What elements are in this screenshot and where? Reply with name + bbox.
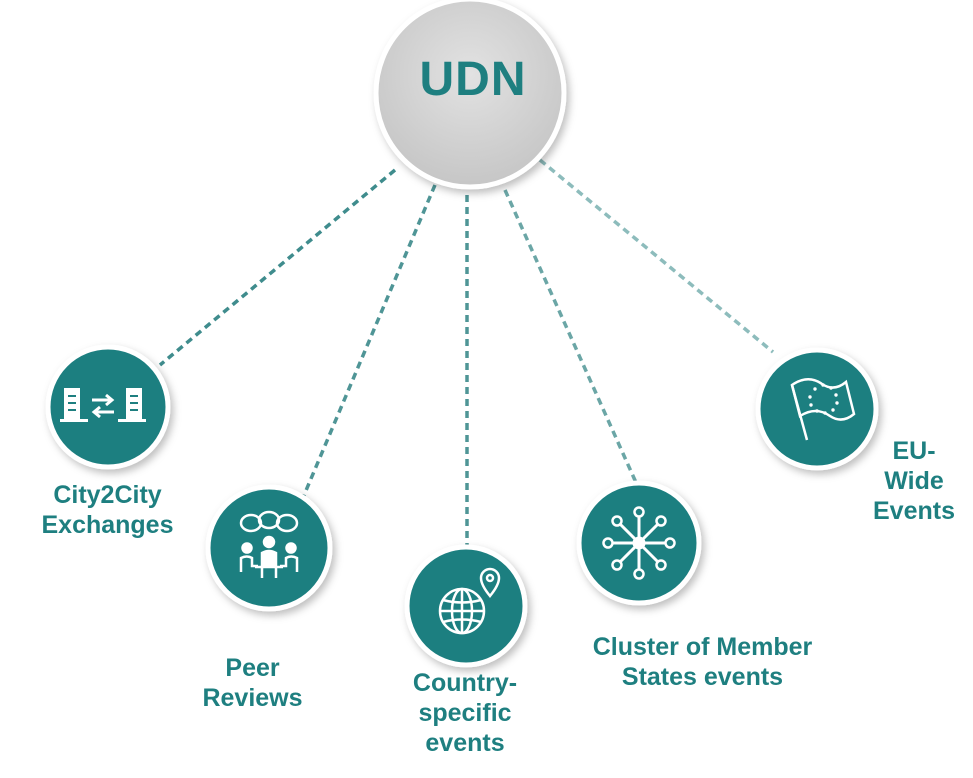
- connector-city2city: [158, 168, 397, 367]
- eu-flag-icon: [790, 378, 856, 441]
- node-city2city: [45, 344, 171, 470]
- peer-meeting-icon: [239, 510, 299, 578]
- label-cluster: Cluster of Member States events: [592, 633, 813, 691]
- node-euwide: [755, 347, 879, 471]
- globe-pin-icon: [438, 567, 501, 635]
- node-country: [404, 544, 528, 668]
- label-city2city: City2City Exchanges: [41, 481, 174, 539]
- hub-label: UDN: [419, 53, 527, 106]
- label-peer-reviews: Peer Reviews: [202, 654, 303, 712]
- connector-cluster: [503, 189, 640, 488]
- hub-node: [373, 0, 567, 190]
- buildings-exchange-icon: [60, 388, 146, 422]
- connector-euwide: [538, 158, 775, 354]
- connector-peer: [300, 184, 437, 501]
- label-country-specific: Country- specific events: [412, 669, 518, 757]
- label-eu-wide: EU- Wide Events: [873, 437, 955, 525]
- network-hub-icon: [602, 506, 676, 580]
